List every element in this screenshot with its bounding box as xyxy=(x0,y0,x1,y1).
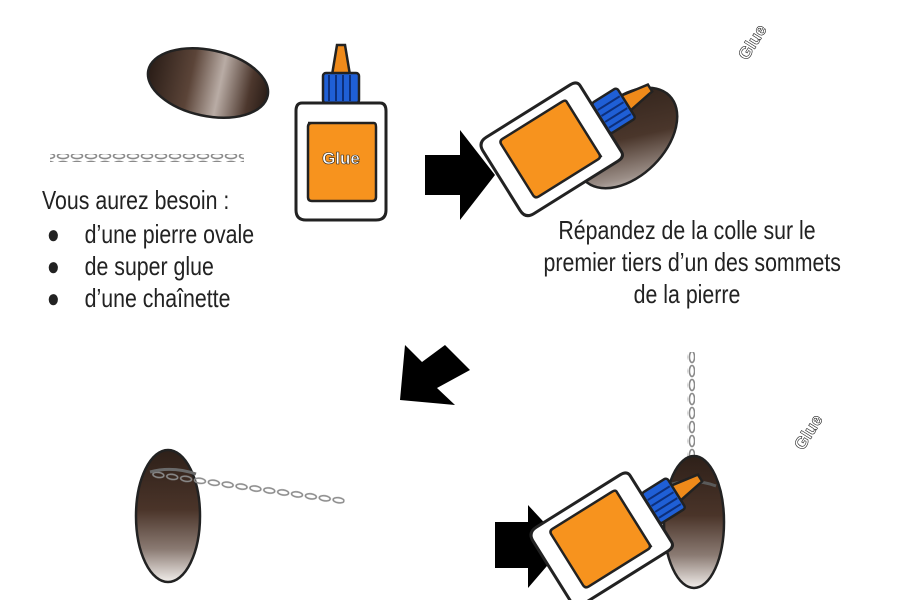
step2-line-3: de la pierre xyxy=(633,279,741,309)
glue-bottle-2-label: Glue xyxy=(734,21,771,64)
supply-item-label: d’une chaînette xyxy=(84,283,231,313)
glue-bottle-1: Glue xyxy=(294,43,388,222)
arrow-right-icon-2 xyxy=(495,505,565,588)
supply-item-glue: ● de super glue xyxy=(42,250,254,282)
bullet: ● xyxy=(46,219,60,249)
arrow-down-left-icon xyxy=(400,345,470,405)
oval-stone-step3 xyxy=(134,448,202,584)
step2-instruction: Répandez de la colle sur le premier tier… xyxy=(512,214,862,310)
supplies-block: Vous aurez besoin : ● d’une pierre ovale … xyxy=(42,184,254,314)
supply-item-label: de super glue xyxy=(84,251,214,281)
supply-item-label: d’une pierre ovale xyxy=(84,219,255,249)
bullet: ● xyxy=(46,251,60,281)
chain-on-stone xyxy=(149,467,346,506)
glue-label-1: Glue xyxy=(322,149,360,168)
glue-label-3: Glue xyxy=(790,411,826,453)
bullet: ● xyxy=(46,283,60,313)
step2-line-1: Répandez de la colle sur le xyxy=(558,215,816,245)
glue-label-2: Glue xyxy=(734,21,770,63)
step2-line-2: premier tiers d’un des sommets xyxy=(543,247,841,277)
chain-supply xyxy=(50,154,244,162)
chain-hanging xyxy=(687,352,695,480)
oval-stone-supply xyxy=(146,47,270,119)
supplies-list: ● d’une pierre ovale ● de super glue ● d’un… xyxy=(42,218,254,314)
supply-item-chain: ● d’une chaînette xyxy=(42,282,254,314)
arrow-right-icon xyxy=(425,130,495,220)
supply-item-stone: ● d’une pierre ovale xyxy=(42,218,254,250)
supplies-heading: Vous aurez besoin : xyxy=(42,185,230,215)
glue-bottle-3-label: Glue xyxy=(790,411,827,454)
